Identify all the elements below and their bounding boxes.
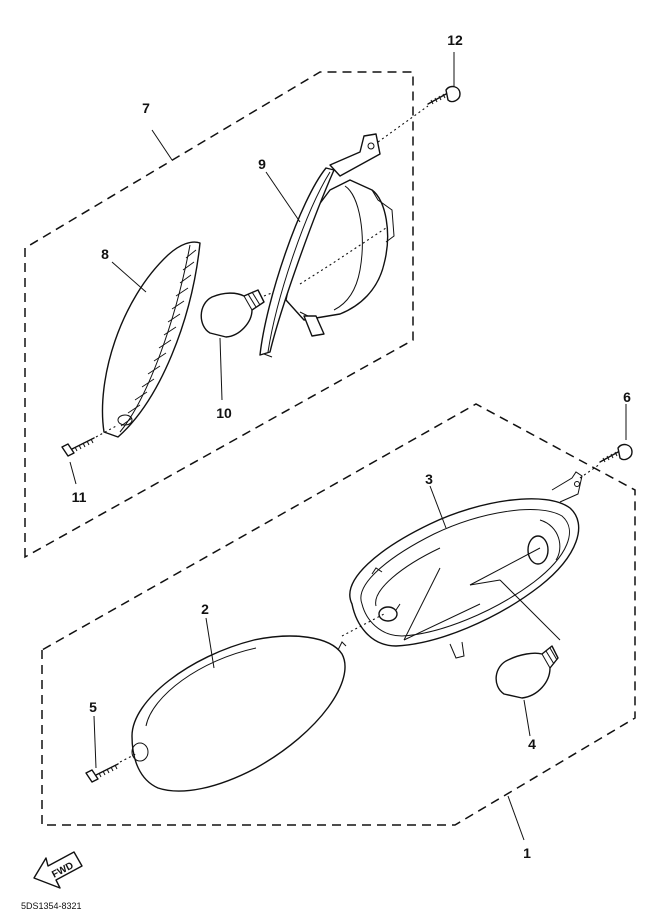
callout-4: 4 [528,736,536,752]
part-10-bulb [200,281,301,338]
callout-5: 5 [89,699,97,715]
part-4-bulb [495,645,559,699]
part-11-screw [61,424,119,457]
callout-11: 11 [72,489,87,505]
part-8-lens [101,241,201,438]
part-12-screw [377,85,461,143]
callout-1: 1 [523,845,531,861]
callout-9: 9 [258,156,266,172]
lower-group-boundary [41,403,636,826]
callout-2: 2 [201,601,209,617]
part-6-screw [579,443,633,479]
callout-3: 3 [425,471,433,487]
callout-8: 8 [101,246,109,262]
leader-lines [69,52,627,841]
drawing-code: 5DS1354-8321 [21,901,82,911]
callout-7: 7 [142,100,150,116]
callout-12: 12 [447,32,463,48]
part-2-lens [131,613,385,792]
fwd-direction-arrow: FWD [33,851,83,889]
part-9-housing [259,133,395,358]
callout-10: 10 [216,405,232,421]
upper-group-boundary [24,71,414,559]
part-3-housing [349,471,583,659]
callout-6: 6 [623,389,631,405]
part-5-screw [85,753,137,783]
